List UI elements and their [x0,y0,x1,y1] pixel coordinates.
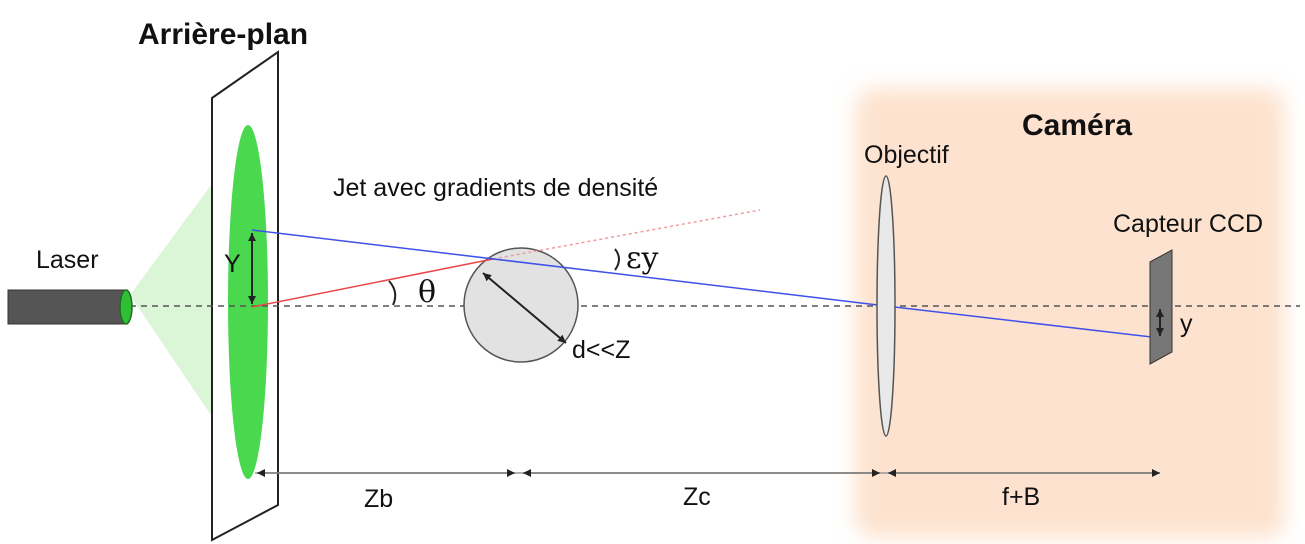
ccd-sensor [1149,249,1173,365]
diameter-arrow [482,272,567,344]
sensor-label: Capteur CCD [1113,210,1263,238]
laser-body [7,289,127,325]
background-label: Arrière-plan [138,18,308,51]
camera-zone [855,88,1285,538]
laser-aperture [119,289,133,325]
zc-label: Zc [683,483,711,511]
ray-blue-deflected [251,229,887,307]
theta-label: θ [418,275,436,310]
objective-label: Objectif [864,141,949,169]
laser-spot [228,125,268,479]
epsilon-angle-arc [614,248,620,271]
y-lower-label: y [1180,310,1193,338]
ray-blue-to-sensor [885,305,1161,339]
diameter-label: d<<Z [572,336,630,364]
epsilon-label: εy [626,241,659,276]
zb-label: Zb [364,485,393,513]
y-upper-label: Y [224,250,241,278]
theta-angle-arc [388,280,397,306]
camera-label: Caméra [1022,109,1132,142]
jet-label: Jet avec gradients de densité [333,174,658,202]
fb-label: f+B [1002,483,1040,511]
objective-lens [876,175,896,437]
laser-label: Laser [36,246,99,274]
ray-red-undeflected [251,258,494,308]
